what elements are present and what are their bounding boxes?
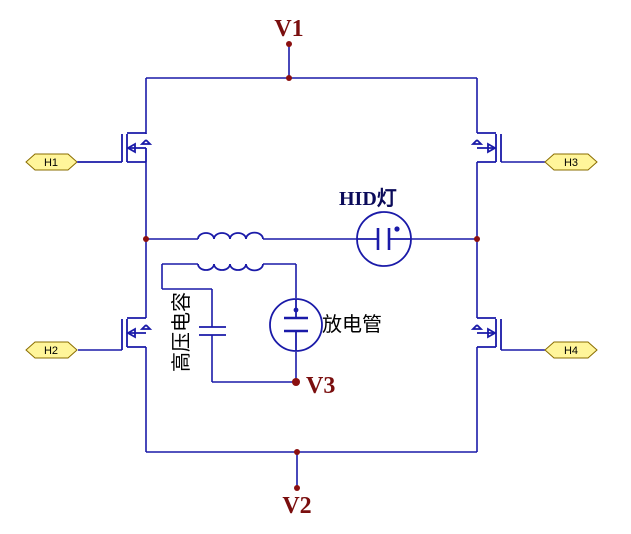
port-h1-label: H1: [44, 157, 58, 169]
port-h2: H2: [25, 341, 78, 359]
port-h2-label: H2: [44, 345, 58, 357]
transformer-secondary-coil: [197, 263, 264, 272]
discharge-tube-symbol: [269, 298, 323, 352]
discharge-tube-label: 放电管: [322, 313, 382, 336]
junction-dot: [292, 378, 300, 386]
transformer: [197, 231, 264, 272]
mosfet-q3: [470, 132, 545, 163]
junction-dot: [294, 449, 300, 455]
node-label-v1: V1: [274, 16, 303, 42]
junctions: [143, 41, 480, 491]
transformer-primary-coil: [197, 231, 264, 240]
hid-lamp-symbol: [356, 211, 412, 267]
port-h3: H3: [544, 153, 598, 171]
junction-dot: [294, 485, 300, 491]
hv-capacitor-symbol: [199, 326, 226, 336]
junction-dot: [474, 236, 480, 242]
port-h4-label: H4: [564, 345, 578, 357]
junction-dot: [286, 41, 292, 47]
port-h4: H4: [544, 341, 598, 359]
mosfet-q1: [78, 132, 153, 163]
mosfet-q2: [78, 317, 153, 351]
port-h3-label: H3: [564, 157, 578, 169]
node-label-v3: V3: [306, 373, 335, 399]
wiring: [145, 44, 478, 488]
hid-lamp-label: HID灯: [339, 187, 397, 210]
junction-dot: [143, 236, 149, 242]
port-h1: H1: [25, 153, 122, 171]
node-label-v2: V2: [282, 493, 311, 519]
junction-dot: [286, 75, 292, 81]
hv-capacitor-label: 高压电容: [170, 292, 193, 372]
mosfet-q4: [470, 317, 545, 351]
